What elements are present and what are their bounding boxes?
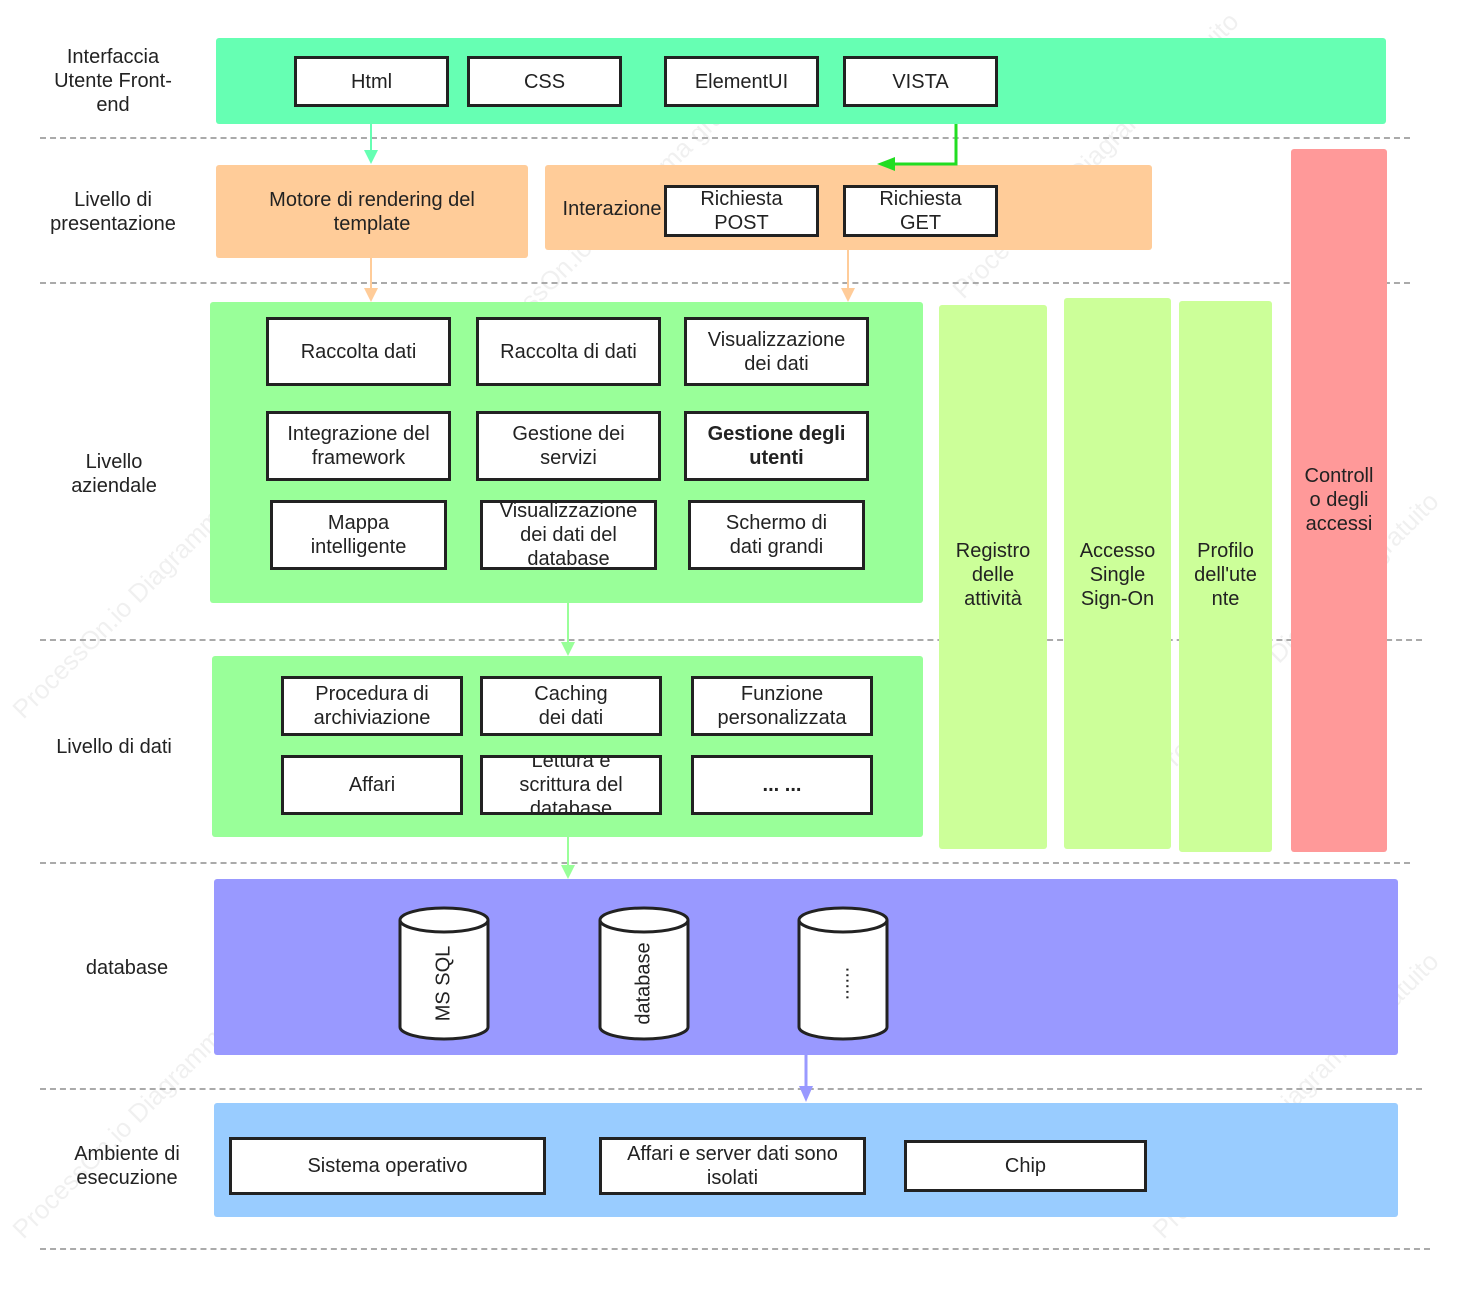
arrow-frontend-to-template [364, 124, 378, 164]
separator [40, 862, 1410, 864]
arrow-business-to-data [561, 603, 575, 656]
access-control-label: Controllo degli accessi [1304, 465, 1374, 535]
runtime-item-os: Sistema operativo [229, 1137, 546, 1195]
separator [40, 639, 1422, 641]
cylinder-mssql-label: MS SQL [432, 945, 455, 1022]
cylinder-more-label: ...... [831, 966, 854, 1001]
layer-label-business: Livello aziendale [71, 451, 157, 497]
runtime-item-isolated-servers: Affari e server dati sono isolati [599, 1137, 866, 1195]
cylinder-database-label: database [632, 942, 655, 1025]
arrow-interaction-to-business [841, 250, 855, 302]
interaction-label: Interazione [562, 198, 662, 220]
layer-label-data: Livello di dati [56, 736, 172, 758]
layer-label-frontend: Interfaccia Utente Front-end [54, 46, 172, 116]
activity-log-label: Registro delle attività [955, 540, 1031, 610]
data-item-business: Affari [281, 755, 463, 815]
data-item-stored-procedure: Procedura di archiviazione [281, 676, 463, 736]
business-item-data-gathering: Raccolta di dati [476, 317, 661, 386]
business-item-big-data-screen: Schermo di dati grandi [688, 500, 865, 570]
user-profile-column [1179, 301, 1272, 852]
layer-label-presentation: Livello di presentazione [50, 189, 176, 235]
business-item-data-collection: Raccolta dati [266, 317, 451, 386]
frontend-item-elementui: ElementUI [664, 56, 819, 107]
data-item-custom-function: Funzione personalizzata [691, 676, 873, 736]
arrow-database-to-runtime [799, 1055, 813, 1102]
business-item-user-management: Gestione degli utenti [684, 411, 869, 481]
user-profile-label: Profilo dell'utente [1194, 540, 1257, 610]
frontend-item-css: CSS [467, 56, 622, 107]
data-item-more: ... ... [691, 755, 873, 815]
business-item-db-visualization: Visualizzazione dei dati del database [480, 500, 657, 570]
separator [40, 282, 1410, 284]
sso-column [1064, 298, 1171, 849]
post-request: Richiesta POST [664, 185, 819, 237]
arrow-data-to-database [561, 837, 575, 879]
separator [40, 137, 1410, 139]
get-request: Richiesta GET [843, 185, 998, 237]
arrow-template-to-business [364, 258, 378, 302]
arrow-vista-to-interaction [877, 124, 958, 171]
cylinder-mssql [398, 906, 490, 1041]
separator [40, 1088, 1422, 1090]
runtime-item-chip: Chip [904, 1140, 1147, 1192]
layer-label-runtime: Ambiente di esecuzione [74, 1143, 180, 1189]
cylinder-more [797, 906, 889, 1041]
frontend-item-vista: VISTA [843, 56, 998, 107]
separator [40, 1248, 1430, 1250]
sso-label: Accesso Single Sign-On [1079, 540, 1156, 610]
frontend-item-html: Html [294, 56, 449, 107]
access-control-column [1291, 149, 1387, 852]
layer-label-database: database [85, 957, 169, 979]
business-item-smart-map: Mappa intelligente [270, 500, 447, 570]
cylinder-database [598, 906, 690, 1041]
business-item-service-management: Gestione dei servizi [476, 411, 661, 481]
template-engine-panel: Motore di rendering del template [216, 165, 528, 258]
business-item-framework-integration: Integrazione del framework [266, 411, 451, 481]
data-item-caching: Caching dei dati [480, 676, 662, 736]
data-item-db-read-write: Lettura e scrittura del database [480, 755, 662, 815]
activity-log-column [939, 305, 1047, 849]
business-item-data-visualization: Visualizzazione dei dati [684, 317, 869, 386]
